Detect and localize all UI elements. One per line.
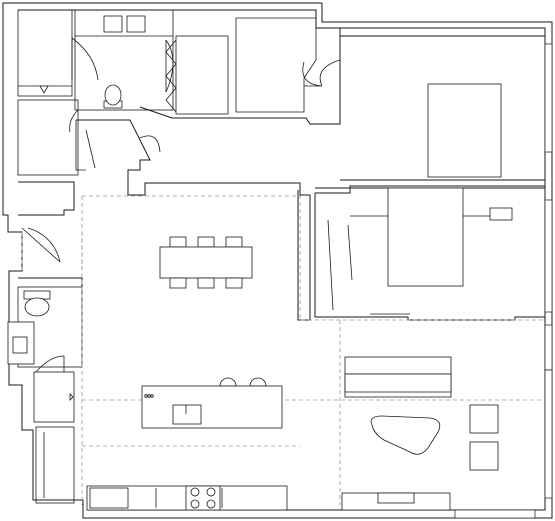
sink-left-basin (12, 336, 28, 354)
island-knob-1 (144, 394, 148, 398)
entry-door-swing (27, 227, 61, 263)
living-zone-outline (82, 195, 545, 321)
bifold-door (165, 39, 177, 113)
window-2 (544, 199, 553, 313)
window-4 (544, 369, 553, 499)
living-room (21, 195, 545, 505)
closet-top-right (235, 17, 323, 113)
bedroom-door-swing (319, 59, 341, 87)
bedroom-top-right (315, 35, 545, 189)
hall-wall-lower (76, 119, 311, 321)
entry-walls (18, 181, 83, 287)
kitchen-island (141, 385, 283, 429)
hall-door-swing-2 (85, 129, 96, 169)
island-knob-3 (150, 394, 154, 398)
door-swing (71, 37, 99, 81)
closet-top-left-walls (17, 9, 73, 97)
window-3 (544, 324, 553, 371)
kitchen (86, 377, 288, 511)
stove (185, 485, 221, 511)
hall-door-frame (75, 120, 86, 171)
windows (454, 43, 553, 519)
armchair-top (469, 404, 499, 434)
burner-1 (190, 487, 200, 497)
wardrobe-line (327, 219, 334, 311)
hall-wall-upper (139, 28, 341, 125)
sink-basin-right (126, 15, 146, 33)
chair-bottom-3 (225, 277, 243, 289)
closet-top-right-walls (235, 17, 317, 113)
entry-door-leaf (21, 227, 61, 263)
door-swing (69, 109, 79, 133)
toilet-left (24, 297, 50, 317)
bedroom-middle-right (314, 185, 545, 321)
bathroom-top-walls (74, 9, 174, 111)
nightstand (489, 207, 513, 221)
burner-2 (206, 487, 216, 497)
dining-table (159, 246, 253, 279)
wardrobe-line-2 (347, 224, 353, 281)
hall-walls (75, 28, 341, 321)
island-sink (172, 404, 202, 425)
entry (18, 181, 83, 287)
door-swing (302, 61, 323, 87)
sink-basin-left (103, 15, 123, 33)
burner-3 (190, 499, 200, 509)
bed-top (427, 83, 502, 178)
chair-bottom-2 (197, 277, 215, 289)
bed-middle (387, 187, 464, 287)
dining-area (159, 236, 253, 289)
chair-top-2 (197, 236, 215, 248)
closet-top-center (165, 35, 229, 115)
bathroom-top (74, 9, 174, 111)
bath-door-swing (35, 355, 65, 373)
closet-top-left (17, 9, 99, 97)
sofa-seat (344, 373, 452, 393)
burner-4 (206, 499, 216, 509)
fridge (89, 487, 129, 509)
utility-walls (33, 371, 75, 423)
closet-left-middle-walls (17, 99, 79, 176)
door-swing (165, 39, 174, 93)
floor-drain-icon (39, 85, 49, 94)
living-furniture (341, 356, 499, 511)
bar-stool-2 (249, 377, 267, 387)
bathroom-left (7, 286, 83, 373)
chair-top-3 (225, 236, 243, 248)
toilet-top (104, 84, 122, 106)
island-knob-2 (147, 394, 151, 398)
utility (33, 371, 75, 504)
media-tv (377, 492, 415, 504)
coffee-table (370, 415, 441, 455)
drain-icon (69, 393, 74, 401)
armchair-bottom (469, 441, 499, 471)
hall-door-swing (139, 135, 161, 153)
chair-top-1 (169, 236, 187, 248)
bar-stool-1 (219, 377, 237, 387)
window-5 (454, 509, 536, 519)
closet-top-center-walls (175, 35, 229, 115)
closet-left-middle (17, 99, 79, 176)
closet-bottom-left (35, 426, 75, 504)
chair-bottom-1 (169, 277, 187, 289)
window-1 (544, 43, 553, 153)
